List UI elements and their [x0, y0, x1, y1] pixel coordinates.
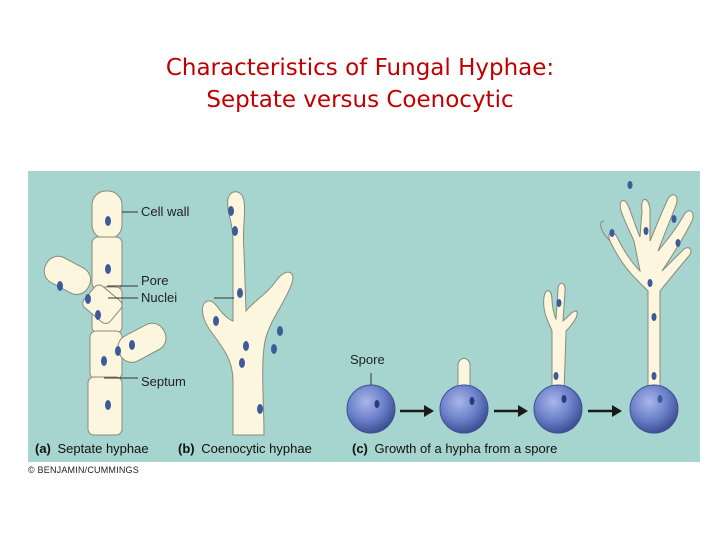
- caption-a: (a) Septate hyphae: [35, 441, 149, 456]
- nucleus: [239, 358, 245, 368]
- nucleus: [277, 326, 283, 336]
- label-pore: Pore: [141, 273, 168, 288]
- nucleus: [228, 206, 234, 216]
- septate-hypha: [43, 190, 167, 436]
- spore-stage-3: [533, 282, 583, 434]
- septate-cell: [91, 190, 123, 240]
- septate-branch-cell: [82, 284, 123, 324]
- nucleus: [115, 346, 121, 356]
- septate-cell: [91, 236, 123, 290]
- nucleus: [105, 264, 111, 274]
- nucleus: [232, 226, 238, 236]
- spore-stage-2: [439, 358, 489, 434]
- nucleus: [257, 404, 263, 414]
- septate-cell: [87, 376, 123, 436]
- title-line-1: Characteristics of Fungal Hyphae:: [165, 55, 555, 81]
- copyright-notice: © BENJAMIN/CUMMINGS: [28, 465, 139, 475]
- nucleus: [95, 310, 101, 320]
- spore-stage-4: [600, 181, 694, 434]
- spore-stage-1: [346, 384, 396, 434]
- hyphae-illustration: Cell wall Pore Nuclei Septum Spore (a) S…: [35, 181, 694, 456]
- nucleus: [213, 316, 219, 326]
- nucleus: [105, 216, 111, 226]
- nucleus: [85, 294, 91, 304]
- arrow-2-head: [518, 405, 528, 417]
- arrow-1-head: [424, 405, 434, 417]
- septate-leader-lines: [104, 211, 138, 379]
- slide-title: Characteristics of Fungal Hyphae: Septat…: [0, 52, 720, 116]
- label-spore: Spore: [350, 352, 385, 367]
- nucleus: [101, 356, 107, 366]
- nucleus: [271, 344, 277, 354]
- label-cell-wall: Cell wall: [141, 204, 190, 219]
- septate-branch-cell: [43, 255, 92, 295]
- label-nuclei: Nuclei: [141, 290, 177, 305]
- caption-c: (c) Growth of a hypha from a spore: [352, 441, 557, 456]
- coenocytic-hypha: [202, 191, 294, 436]
- caption-b: (b) Coenocytic hyphae: [178, 441, 312, 456]
- arrow-3-head: [612, 405, 622, 417]
- hyphae-figure: Cell wall Pore Nuclei Septum Spore (a) S…: [28, 171, 700, 462]
- nucleus: [105, 400, 111, 410]
- septate-nuclei: [57, 216, 135, 410]
- title-line-2: Septate versus Coenocytic: [206, 87, 514, 113]
- nucleus: [237, 288, 243, 298]
- nucleus: [57, 281, 63, 291]
- nucleus: [129, 340, 135, 350]
- label-septum: Septum: [141, 374, 186, 389]
- nucleus: [243, 341, 249, 351]
- growth-arrows: [400, 405, 622, 417]
